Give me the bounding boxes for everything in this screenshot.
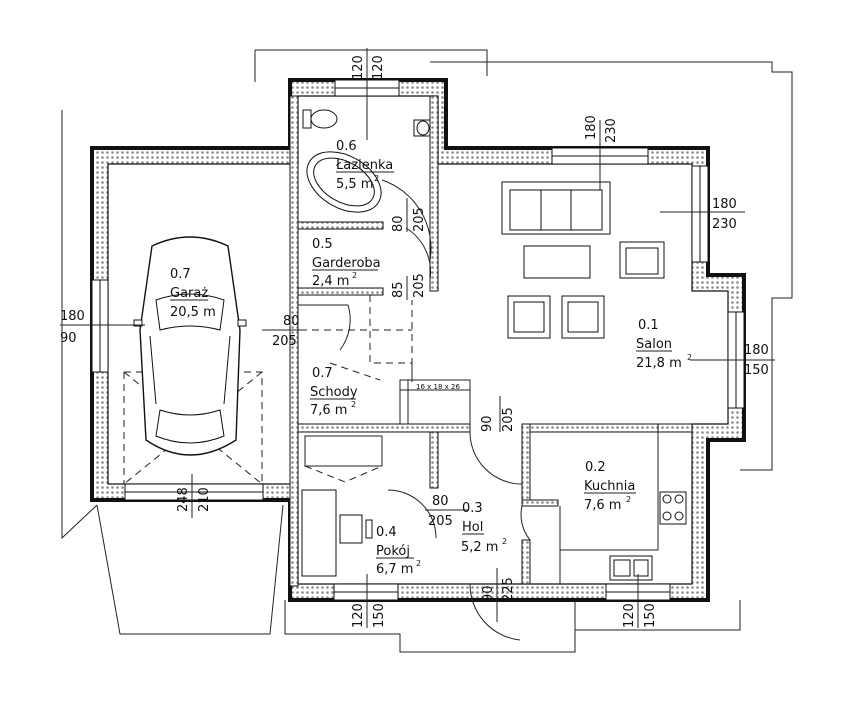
room-garderoba-num: 0.5 xyxy=(312,237,333,252)
room-garderoba-name: Garderoba xyxy=(312,256,381,271)
room-hol-name: Hol xyxy=(462,520,483,535)
room-hol-area: 5,2 m xyxy=(461,540,498,555)
dim-bottom-kitchen-b: 150 xyxy=(643,603,658,628)
dim-right-mid-a: 180 xyxy=(744,343,769,358)
room-salon-name: Salon xyxy=(636,337,672,352)
room-schody-sup: 2 xyxy=(351,400,356,409)
room-pokoj-area: 6,7 m xyxy=(376,562,413,577)
dim-top-salon-b: 230 xyxy=(604,118,619,143)
room-pokoj-sup: 2 xyxy=(416,559,421,568)
room-pokoj-name: Pokój xyxy=(376,544,410,559)
room-salon-area: 21,8 m xyxy=(636,356,682,371)
room-pokoj-num: 0.4 xyxy=(376,525,397,540)
dim-bottom-pokoj-b: 150 xyxy=(372,603,387,628)
dim-top-bath-b: 120 xyxy=(371,55,386,80)
dim-entry-b: 225 xyxy=(501,577,516,602)
dim-pokoj-door-a: 80 xyxy=(432,494,449,509)
room-garderoba-sup: 2 xyxy=(352,271,357,280)
room-lazienka-sup: 2 xyxy=(374,174,379,183)
fixtures xyxy=(301,109,687,584)
room-kuchnia-name: Kuchnia xyxy=(584,479,635,494)
dim-hall-door-b: 205 xyxy=(272,334,297,349)
room-kuchnia-area: 7,6 m xyxy=(584,498,621,513)
dim-gar-door-a: 248 xyxy=(176,487,191,512)
dim-kitchen-door-b: 205 xyxy=(501,407,516,432)
dim-left-gar-b: 90 xyxy=(60,331,77,346)
room-garaz-name: Garaż xyxy=(170,286,208,301)
room-salon-sup: 2 xyxy=(687,353,692,362)
car xyxy=(123,236,263,485)
room-schody-area: 7,6 m xyxy=(310,403,347,418)
room-lazienka-area: 5,5 m xyxy=(336,177,373,192)
dim-top-salon-a: 180 xyxy=(584,115,599,140)
stair-note: 16 x 18 x 26 xyxy=(416,383,460,391)
room-labels: 0.1 Salon 21,8 m 2 0.2 Kuchnia 7,6 m 2 0… xyxy=(170,139,692,577)
dim-bath-door-b: 205 xyxy=(412,207,427,232)
room-hol-num: 0.3 xyxy=(462,501,483,516)
dim-top-bath-a: 120 xyxy=(351,55,366,80)
dim-right-salon-b: 230 xyxy=(712,217,737,232)
dim-left-gar-a: 180 xyxy=(60,309,85,324)
room-salon-num: 0.1 xyxy=(638,318,659,333)
doors xyxy=(298,179,531,641)
dim-bottom-pokoj-a: 120 xyxy=(351,603,366,628)
dim-kitchen-door-a: 90 xyxy=(480,415,495,432)
dim-gard-door-a: 85 xyxy=(391,281,406,298)
room-garaz-num: 0.7 xyxy=(170,267,191,282)
room-garaz-area: 20,5 m xyxy=(170,305,216,320)
room-garderoba-area: 2,4 m xyxy=(312,274,349,289)
room-kuchnia-sup: 2 xyxy=(626,495,631,504)
room-lazienka-name: Łazienka xyxy=(335,158,393,173)
dim-right-salon-a: 180 xyxy=(712,197,737,212)
room-hol-sup: 2 xyxy=(502,537,507,546)
dim-right-mid-b: 150 xyxy=(744,363,769,378)
stairs xyxy=(300,295,471,424)
dim-bath-door-a: 80 xyxy=(391,215,406,232)
dim-gard-door-b: 205 xyxy=(412,273,427,298)
dim-bottom-kitchen-a: 120 xyxy=(622,603,637,628)
dim-pokoj-door-b: 205 xyxy=(428,514,453,529)
dim-hall-door-a: 80 xyxy=(283,314,300,329)
room-kuchnia-num: 0.2 xyxy=(585,460,606,475)
dim-texts: 120 120 180 230 180 230 180 150 180 90 2… xyxy=(60,55,769,628)
outline-lines xyxy=(61,49,793,653)
dim-gar-door-b: 210 xyxy=(197,487,212,512)
room-schody-num: 0.7 xyxy=(312,366,333,381)
room-lazienka-num: 0.6 xyxy=(336,139,357,154)
room-schody-name: Schody xyxy=(310,385,358,400)
windows xyxy=(91,79,745,601)
dim-lines xyxy=(60,48,775,628)
dim-entry-a: 90 xyxy=(481,585,496,602)
